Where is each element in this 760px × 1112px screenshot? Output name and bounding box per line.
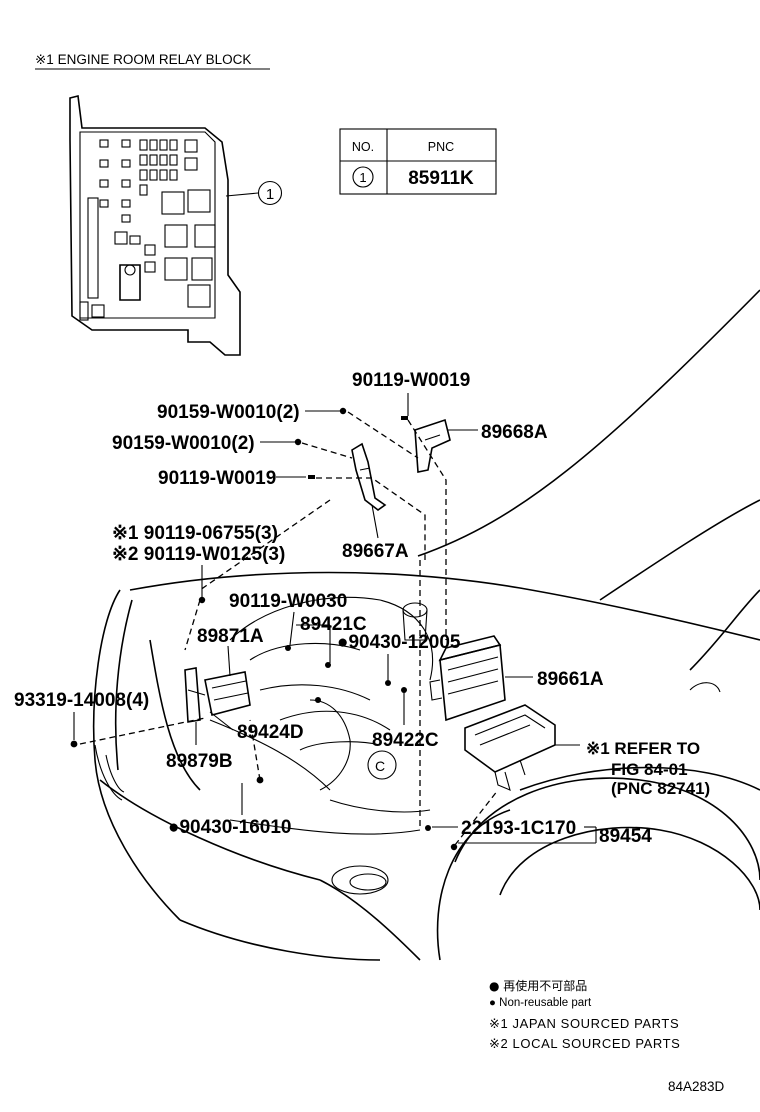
label-89879b: 89879B [166, 751, 233, 772]
label-89421c: 89421C [300, 614, 367, 635]
relay-squares [114, 189, 216, 308]
svg-text:C: C [375, 758, 385, 774]
label-22193-1c170: 22193-1C170 [461, 818, 576, 839]
fuse-row [99, 139, 198, 223]
fasteners [70, 407, 458, 851]
bracket-89668a [414, 418, 451, 473]
pnc-table-row-no: 1 [359, 170, 366, 185]
bracket-89879b [184, 667, 206, 723]
legend-en-nonreusable: ● Non-reusable part [489, 997, 592, 1009]
label-90119-06755: ※1 90119-06755(3) [112, 523, 278, 544]
label-90119-w0019-top: 90119-W0019 [352, 370, 470, 391]
label-90119-w0125: ※2 90119-W0125(3) [112, 544, 285, 565]
legend-jp-nonreusable: ● 再使用不可部品 [489, 978, 587, 993]
label-refer-1: ※1 REFER TO [586, 739, 700, 758]
label-refer-2: FIG 84-01 [611, 760, 688, 779]
legend: ● 再使用不可部品 ● Non-reusable part ※1 JAPAN S… [489, 978, 680, 1051]
callout-1: 1 [257, 180, 283, 206]
pnc-table-col-pnc: PNC [428, 140, 454, 154]
label-93319-14008: 93319-14008(4) [14, 690, 149, 711]
label-90430-16010: ●90430-16010 [168, 817, 291, 838]
engine-bay: C [229, 596, 434, 813]
sensor-89871a [204, 671, 251, 716]
label-90119-w0019-mid: 90119-W0019 [158, 468, 276, 489]
label-89454: 89454 [599, 826, 652, 847]
dashed-assembly-lines [79, 411, 499, 846]
bracket-89454 [464, 704, 556, 791]
label-90159-w0010-b: 90159-W0010(2) [112, 433, 255, 454]
label-refer-3: (PNC 82741) [611, 779, 710, 798]
figure-code: 84A283D [668, 1079, 725, 1094]
label-89422c: 89422C [372, 730, 439, 751]
label-89424d: 89424D [237, 722, 304, 743]
car-outline [92, 289, 760, 961]
label-89661a: 89661A [537, 669, 604, 690]
legend-japan-sourced: ※1 JAPAN SOURCED PARTS [489, 1016, 679, 1031]
ecu-89661a [429, 635, 506, 722]
leader-lines [73, 393, 597, 844]
label-89667a: 89667A [342, 541, 409, 562]
relay-block-drawing [69, 95, 259, 356]
label-90430-12005: ●90430-12005 [337, 632, 461, 653]
part-labels: 90119-W0019 90159-W0010(2) 89668A 90159-… [14, 370, 710, 847]
pnc-table: NO. PNC 1 85911K [339, 128, 497, 195]
pnc-table-col-no: NO. [352, 140, 374, 154]
callout-1-number: 1 [266, 186, 274, 203]
label-89668a: 89668A [481, 422, 548, 443]
legend-local-sourced: ※2 LOCAL SOURCED PARTS [489, 1036, 680, 1051]
label-90159-w0010-a: 90159-W0010(2) [157, 402, 300, 423]
pnc-table-row-pnc: 85911K [408, 168, 474, 189]
bracket-89667a [351, 442, 387, 511]
header-title: ※1 ENGINE ROOM RELAY BLOCK [35, 52, 251, 67]
label-90119-w0030: 90119-W0030 [229, 591, 347, 612]
label-89871a: 89871A [197, 626, 264, 647]
